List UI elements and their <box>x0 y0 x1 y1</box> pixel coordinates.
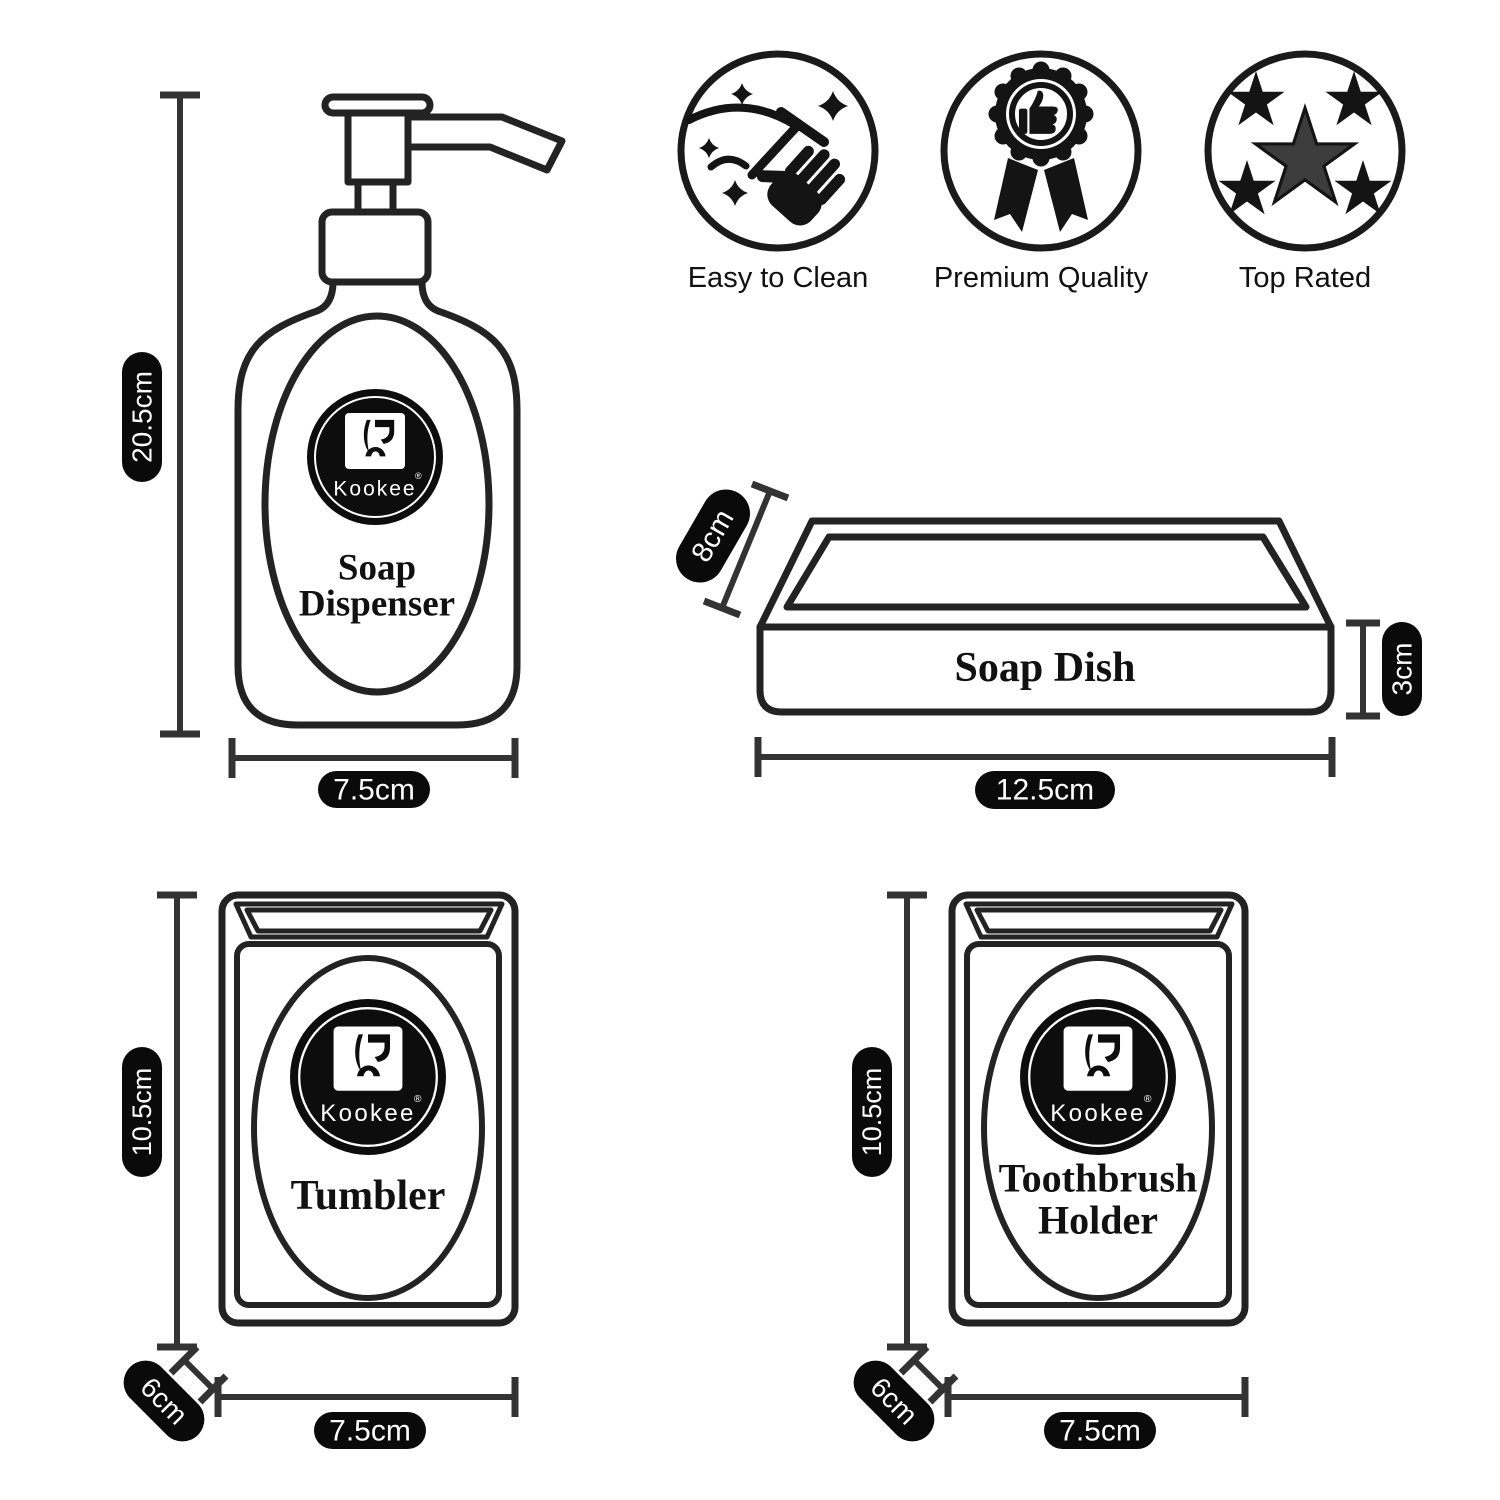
height-dimension: 10.5cm <box>852 891 927 1351</box>
holder-rim-inner <box>974 907 1224 934</box>
dimension-pill <box>318 771 430 808</box>
tumbler-figure: Tumbler 10.5cm 6cm 7.5cm <box>122 891 519 1449</box>
badge-top-rated: Top Rated <box>1204 50 1406 294</box>
soap-dish-figure: Soap Dish 8cm 3cm 12.5cm <box>676 480 1422 809</box>
product-name-line2: Holder <box>1038 1198 1158 1243</box>
label-oval <box>981 955 1215 1301</box>
height-value: 10.5cm <box>127 1068 157 1157</box>
product-name: Soap Dish <box>955 645 1136 691</box>
badge-label: Premium Quality <box>934 262 1149 294</box>
width-value: 12.5cm <box>996 774 1094 807</box>
width-dimension: 7.5cm <box>228 738 519 808</box>
height-value: 10.5cm <box>857 1068 887 1157</box>
product-name-line1: Toothbrush <box>999 1156 1198 1201</box>
product-name-line2: Dispenser <box>299 584 455 625</box>
height-value: 20.5cm <box>127 371 158 463</box>
height-dimension: 20.5cm <box>122 91 200 738</box>
height-dimension: 3cm <box>1346 619 1422 720</box>
dimension-pill <box>853 1360 935 1442</box>
dimension-pill <box>122 352 162 482</box>
kookee-logo <box>288 997 448 1157</box>
dimension-pill <box>1044 1412 1156 1449</box>
award-ribbon-icon <box>988 61 1094 232</box>
toothbrush-holder-figure: Toothbrush Holder 10.5cm 6cm <box>852 891 1249 1449</box>
tumbler-rim-outer <box>233 901 505 940</box>
clean-hand-icon <box>685 83 848 226</box>
width-value: 7.5cm <box>333 774 415 807</box>
tumbler-rim-inner <box>244 907 494 934</box>
label-oval <box>261 312 493 696</box>
product-name: Tumbler <box>291 1173 446 1219</box>
tumbler-drawing: Tumbler <box>218 891 519 1327</box>
dimension-pill <box>1382 622 1422 716</box>
dimension-pill <box>676 489 750 583</box>
badge-label: Top Rated <box>1239 262 1371 294</box>
pump-stem <box>354 178 397 216</box>
dimension-pill <box>314 1412 426 1449</box>
pump-collar <box>318 208 432 286</box>
width-dimension: 12.5cm <box>754 737 1336 809</box>
product-name-line1: Soap <box>338 548 416 589</box>
badge-easy-to-clean: Easy to Clean <box>677 50 879 294</box>
dimension-pill <box>123 1360 205 1442</box>
pump-spout <box>404 113 566 174</box>
soap-dispenser-figure: Soap Dispenser 20.5cm 7.5cm <box>122 91 566 808</box>
width-dimension: 7.5cm <box>944 1377 1249 1449</box>
height-value: 3cm <box>1387 643 1418 696</box>
label-oval <box>251 955 485 1301</box>
badge-label: Easy to Clean <box>688 262 869 294</box>
soap-dish-drawing: Soap Dish <box>756 517 1335 716</box>
holder-inner-panel <box>964 941 1232 1308</box>
kookee-logo <box>1018 997 1178 1157</box>
dimension-pill <box>122 1047 162 1177</box>
pump-head <box>344 108 412 186</box>
width-dimension: 7.5cm <box>214 1377 519 1449</box>
width-value: 7.5cm <box>329 1415 411 1448</box>
dimension-pill <box>975 771 1115 809</box>
width-value: 7.5cm <box>1059 1415 1141 1448</box>
badge-premium-quality: Premium Quality <box>934 50 1149 294</box>
dish-front-face <box>756 623 1335 716</box>
pump-cap <box>321 93 434 117</box>
height-dimension: 10.5cm <box>122 891 197 1351</box>
dish-top-inner <box>783 533 1310 611</box>
dimension-pill <box>852 1047 892 1177</box>
holder-rim-outer <box>963 901 1235 940</box>
tumbler-inner-panel <box>234 941 502 1308</box>
depth-dimension: 8cm <box>676 480 790 619</box>
toothbrush-holder-drawing: Toothbrush Holder <box>948 891 1249 1327</box>
feature-badges: Easy to Clean <box>677 50 1406 294</box>
soap-dispenser-drawing: Soap Dispenser <box>234 93 566 729</box>
kookee-logo <box>306 388 444 526</box>
depth-dimension: 6cm <box>853 1344 959 1442</box>
depth-dimension: 6cm <box>123 1344 229 1442</box>
